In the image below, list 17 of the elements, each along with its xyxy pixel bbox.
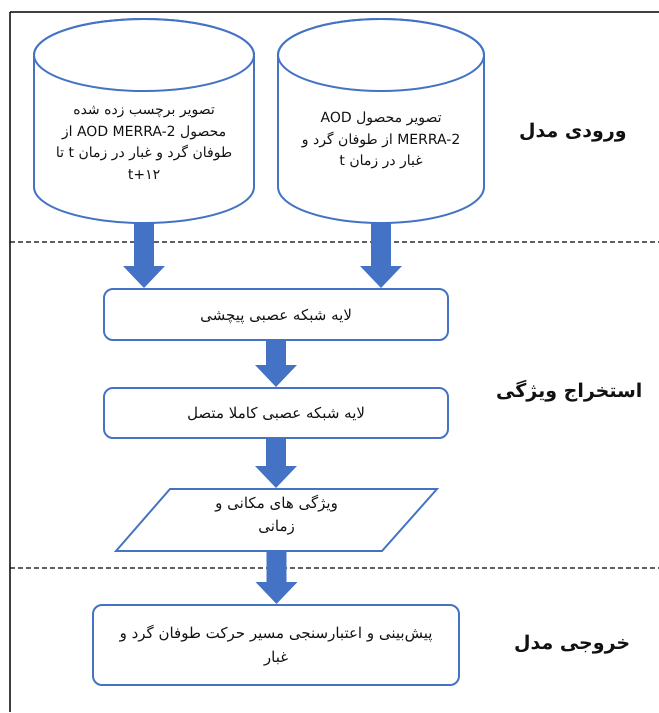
process-box: پیش‌بینی و اعتبارسنجی مسیر حرکت طوفان گرد و غبار (92, 604, 460, 686)
section-label: خروجی مدل (514, 632, 630, 654)
database-cylinder (277, 18, 485, 224)
block-arrow (256, 552, 298, 604)
cylinder-text: تصویر برچسب زده شده محصول AOD MERRA-2 از طوفان گرد و غبار در زمان t تا t+۱۲ (54, 101, 234, 186)
block-arrow (255, 341, 297, 387)
parallelogram-text: ویژگی های مکانی و زمانی (214, 493, 339, 538)
block-arrow (123, 223, 165, 288)
process-box: لایه شبکه عصبی پیچشی (103, 288, 449, 341)
process-box: لایه شبکه عصبی کاملا متصل (103, 387, 449, 439)
block-arrow (255, 439, 297, 488)
section-label: استخراج ویژگی (496, 380, 642, 402)
data-parallelogram (115, 488, 438, 552)
cylinder-text: تصویر محصول AOD MERRA-2 از طوفان گرد و غبار در زمان t (300, 109, 462, 172)
section-label: ورودی مدل (519, 120, 627, 142)
block-arrow (360, 223, 402, 288)
database-cylinder (33, 18, 255, 224)
